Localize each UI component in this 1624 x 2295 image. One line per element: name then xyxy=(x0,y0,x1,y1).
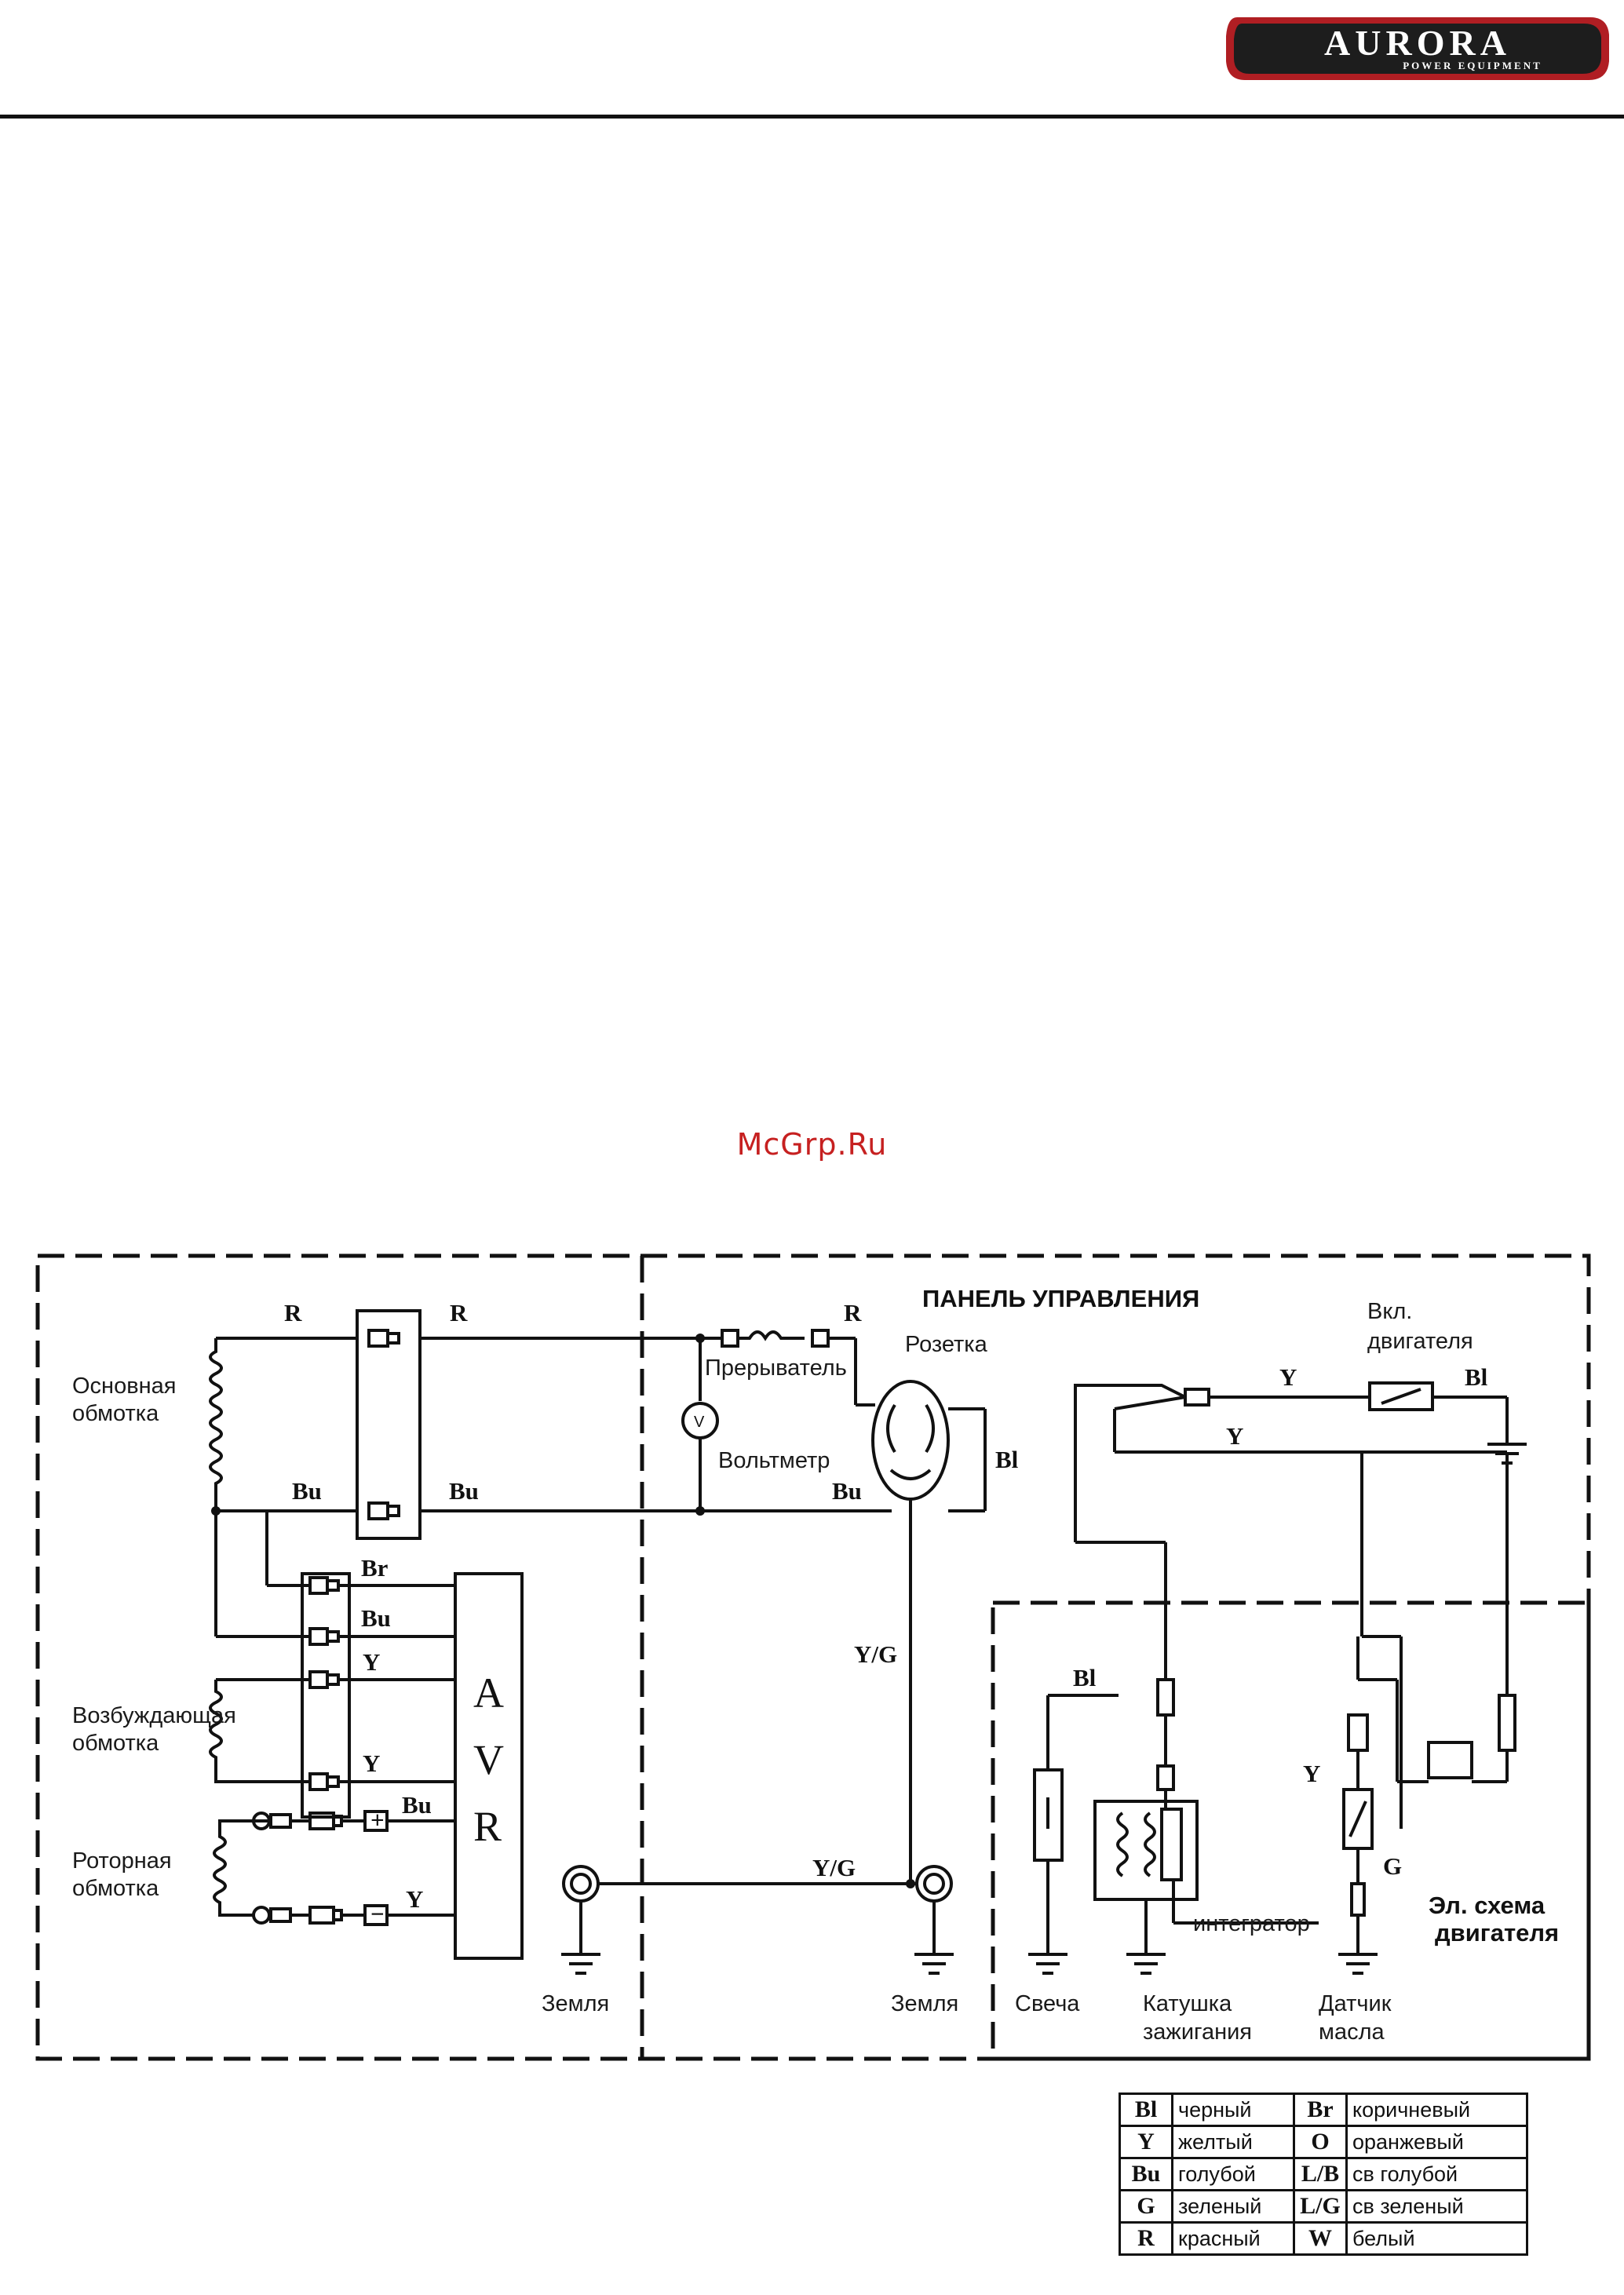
wire-label: Y xyxy=(1303,1760,1320,1787)
logo-text: AURORA xyxy=(1324,23,1511,63)
wire-label: Y/G xyxy=(854,1640,897,1668)
legend-color-name: зеленый xyxy=(1171,2189,1295,2224)
wire-label: Br xyxy=(361,1554,389,1582)
connector-block-top xyxy=(356,1309,422,1540)
voltmeter-label: Вольтметр xyxy=(718,1448,830,1473)
oil-sensor-label-2: масла xyxy=(1319,2020,1385,2045)
ignition-coil-label: Катушка xyxy=(1143,1991,1232,2016)
legend-color-name: желтый xyxy=(1171,2125,1295,2159)
wire-label: Y xyxy=(406,1885,423,1913)
engine-switch-label: Вкл. xyxy=(1367,1299,1412,1324)
legend-color-name: коричневый xyxy=(1345,2092,1528,2127)
wire-label: Bl xyxy=(995,1446,1019,1473)
legend-code: W xyxy=(1293,2221,1348,2256)
excitation-winding-label-2: обмотка xyxy=(72,1731,159,1756)
wire-label: Bu xyxy=(832,1477,862,1505)
rotor-winding-coil xyxy=(213,1819,271,1917)
wire-label: Bu xyxy=(449,1477,479,1505)
wire-label: G xyxy=(1383,1852,1402,1880)
legend-color-name: голубой xyxy=(1171,2157,1295,2191)
engine-switch-label-2: двигателя xyxy=(1367,1329,1473,1354)
legend-code: Br xyxy=(1293,2092,1348,2127)
wire-label: Bu xyxy=(361,1604,391,1632)
legend-color-name: св зеленый xyxy=(1345,2189,1528,2224)
breaker-icon xyxy=(721,1329,739,1348)
legend-color-name: красный xyxy=(1171,2221,1295,2256)
voltmeter-symbol: V xyxy=(694,1414,705,1431)
legend-code: G xyxy=(1119,2189,1173,2224)
wire-label: Bl xyxy=(1073,1664,1097,1691)
main-winding-label-2: обмотка xyxy=(72,1401,159,1426)
rotor-winding-label: Роторная xyxy=(72,1848,172,1874)
wire-label: Y xyxy=(1279,1363,1297,1391)
ground-mid-label: Земля xyxy=(891,1991,958,2016)
wire-label: + xyxy=(370,1806,385,1833)
ignition-coil-label-2: зажигания xyxy=(1143,2020,1252,2045)
spark-plug-label: Свеча xyxy=(1015,1991,1080,2016)
main-winding-label: Основная xyxy=(72,1374,176,1399)
watermark: McGrp.Ru xyxy=(736,1127,888,1162)
outer-frame xyxy=(35,1253,1591,2061)
aurora-logo: AURORA POWER EQUIPMENT xyxy=(1226,17,1609,80)
engine-title-line1: Эл. схема xyxy=(1429,1892,1546,1919)
avr-letter-a: A xyxy=(473,1669,504,1717)
wire-label: Y xyxy=(363,1750,380,1777)
wire-label: Y xyxy=(363,1648,380,1676)
excitation-winding-coil xyxy=(209,1680,310,1783)
legend-color-name: черный xyxy=(1171,2092,1295,2127)
legend-color-name: белый xyxy=(1345,2221,1528,2256)
logo-subtext: POWER EQUIPMENT xyxy=(1403,60,1542,71)
integrator-label: интегратор xyxy=(1193,1911,1310,1936)
wire-label: Bu xyxy=(402,1791,432,1819)
legend-code: L/G xyxy=(1293,2189,1348,2224)
rotor-winding-label-2: обмотка xyxy=(72,1876,159,1901)
connector-block-avr xyxy=(301,1572,351,1819)
wire-label: − xyxy=(370,1900,385,1928)
avr-letter-r: R xyxy=(473,1803,502,1850)
wire-label: R xyxy=(844,1299,862,1326)
excitation-winding-label: Возбуждающая xyxy=(72,1703,236,1728)
socket-label: Розетка xyxy=(905,1332,988,1357)
breaker-label: Прерыватель xyxy=(705,1355,847,1381)
wire-label: Y xyxy=(1226,1422,1243,1450)
legend-code: Y xyxy=(1119,2125,1173,2159)
legend-color-name: оранжевый xyxy=(1345,2125,1528,2159)
legend-code: L/B xyxy=(1293,2157,1348,2191)
wiring-diagram: ПАНЕЛЬ УПРАВЛЕНИЯ Эл. схема двигателя Ос… xyxy=(35,1253,1591,2061)
avr-letter-v: V xyxy=(473,1736,504,1783)
legend-code: Bl xyxy=(1119,2092,1173,2127)
legend-code: R xyxy=(1119,2221,1173,2256)
wire-label: Bl xyxy=(1465,1363,1488,1391)
wire-label: R xyxy=(284,1299,302,1326)
socket-icon xyxy=(871,1380,950,1501)
oil-sensor-label: Датчик xyxy=(1319,1991,1392,2016)
engine-title-line2: двигателя xyxy=(1435,1919,1559,1947)
wire-label: Y/G xyxy=(812,1854,856,1881)
legend-color-name: св голубой xyxy=(1345,2157,1528,2191)
ground-left-label: Земля xyxy=(542,1991,609,2016)
avr-block xyxy=(454,1572,524,1960)
legend-code: O xyxy=(1293,2125,1348,2159)
main-winding-coil xyxy=(209,1338,223,1511)
legend-code: Bu xyxy=(1119,2157,1173,2191)
header-rule xyxy=(0,115,1624,119)
wire-label: Bu xyxy=(292,1477,322,1505)
wire-label: R xyxy=(450,1299,468,1326)
panel-title: ПАНЕЛЬ УПРАВЛЕНИЯ xyxy=(922,1285,1199,1312)
